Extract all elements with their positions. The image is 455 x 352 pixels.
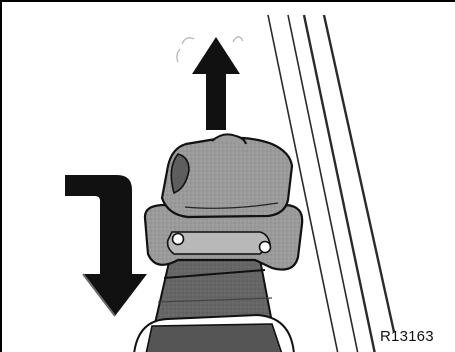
up-arrow-icon bbox=[192, 37, 240, 130]
height-adjuster-button bbox=[162, 134, 292, 217]
figure-code: R13163 bbox=[380, 328, 434, 346]
bent-down-arrow-icon bbox=[65, 175, 147, 316]
seat-belt-lower-strap bbox=[134, 315, 294, 352]
